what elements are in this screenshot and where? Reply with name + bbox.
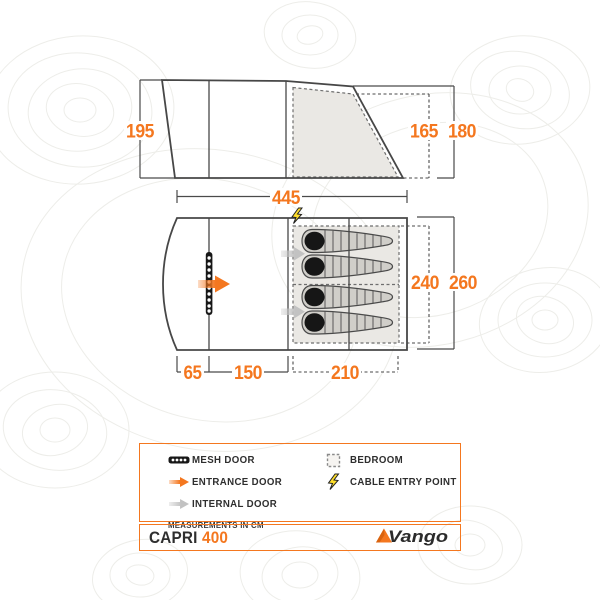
legend-item-cable-entry: CABLE ENTRY POINT [326,471,466,493]
legend-item-bedroom: BEDROOM [326,449,466,471]
dim-label-bg [408,121,440,140]
dim-height-bedroom: 165 [410,122,439,143]
legend-label: INTERNAL DOOR [192,498,278,510]
legend-label: MESH DOOR [192,454,255,466]
cable-entry-icon [326,473,350,491]
dim-label-bg [181,363,204,381]
product-model: CAPRI [149,527,198,547]
side-view-outline [160,79,405,179]
legend-column-left: MESH DOOR ENTRANCE DOOR INTERNAL DOOR ME… [168,449,290,533]
brand-logo-text: Vango [388,527,448,546]
dim-label-bg [329,363,361,381]
measurements-note: MEASUREMENTS IN CM [168,520,264,530]
legend-item-internal-door: INTERNAL DOOR [168,493,290,515]
legend-label: CABLE ENTRY POINT [350,476,457,488]
side-view-bedroom-area [292,86,400,178]
internal-door-arrow [281,247,305,261]
dim-living-width: 150 [234,363,262,384]
dim-porch-width: 65 [184,363,203,384]
entrance-door-arrow [198,275,230,293]
internal-door-icon [168,497,192,511]
dim-label-bg [447,273,479,291]
dim-total-width: 445 [272,188,301,209]
dim-height-left: 195 [126,122,155,143]
floor-plan-outline [162,217,408,351]
dim-bedroom-height: 240 [411,273,439,294]
legend-item-entrance-door: ENTRANCE DOOR [168,471,290,493]
dim-label-bg [124,121,156,140]
dim-label-bg [446,121,478,140]
legend-label: ENTRANCE DOOR [192,476,283,488]
dim-bedroom-width: 210 [331,363,359,384]
dim-total-height: 260 [449,273,477,294]
legend-column-right: BEDROOM CABLE ENTRY POINT [326,449,466,493]
legend-label: BEDROOM [350,454,404,466]
dim-240-bracket [401,225,430,344]
dim-label-bg [409,273,441,291]
legend: MESH DOOR ENTRANCE DOOR INTERNAL DOOR ME… [139,443,461,530]
dim-height-right: 180 [448,122,476,143]
entrance-door-icon [168,475,192,489]
product-variant: 400 [202,527,229,547]
dim-165-bracket [356,93,430,179]
cable-entry-bolt [291,207,303,224]
dim-label-bg [270,188,302,206]
dim-label-bg [232,363,264,381]
mesh-door-icon [168,453,192,467]
floor-plan: 240 260 65 150 210 [162,207,479,384]
side-view: 195 165 180 445 [124,79,478,209]
bedroom-icon [326,453,350,468]
legend-item-mesh-door: MESH DOOR [168,449,290,471]
brand-logo: Vango [375,524,451,551]
internal-door-arrow [281,305,305,319]
